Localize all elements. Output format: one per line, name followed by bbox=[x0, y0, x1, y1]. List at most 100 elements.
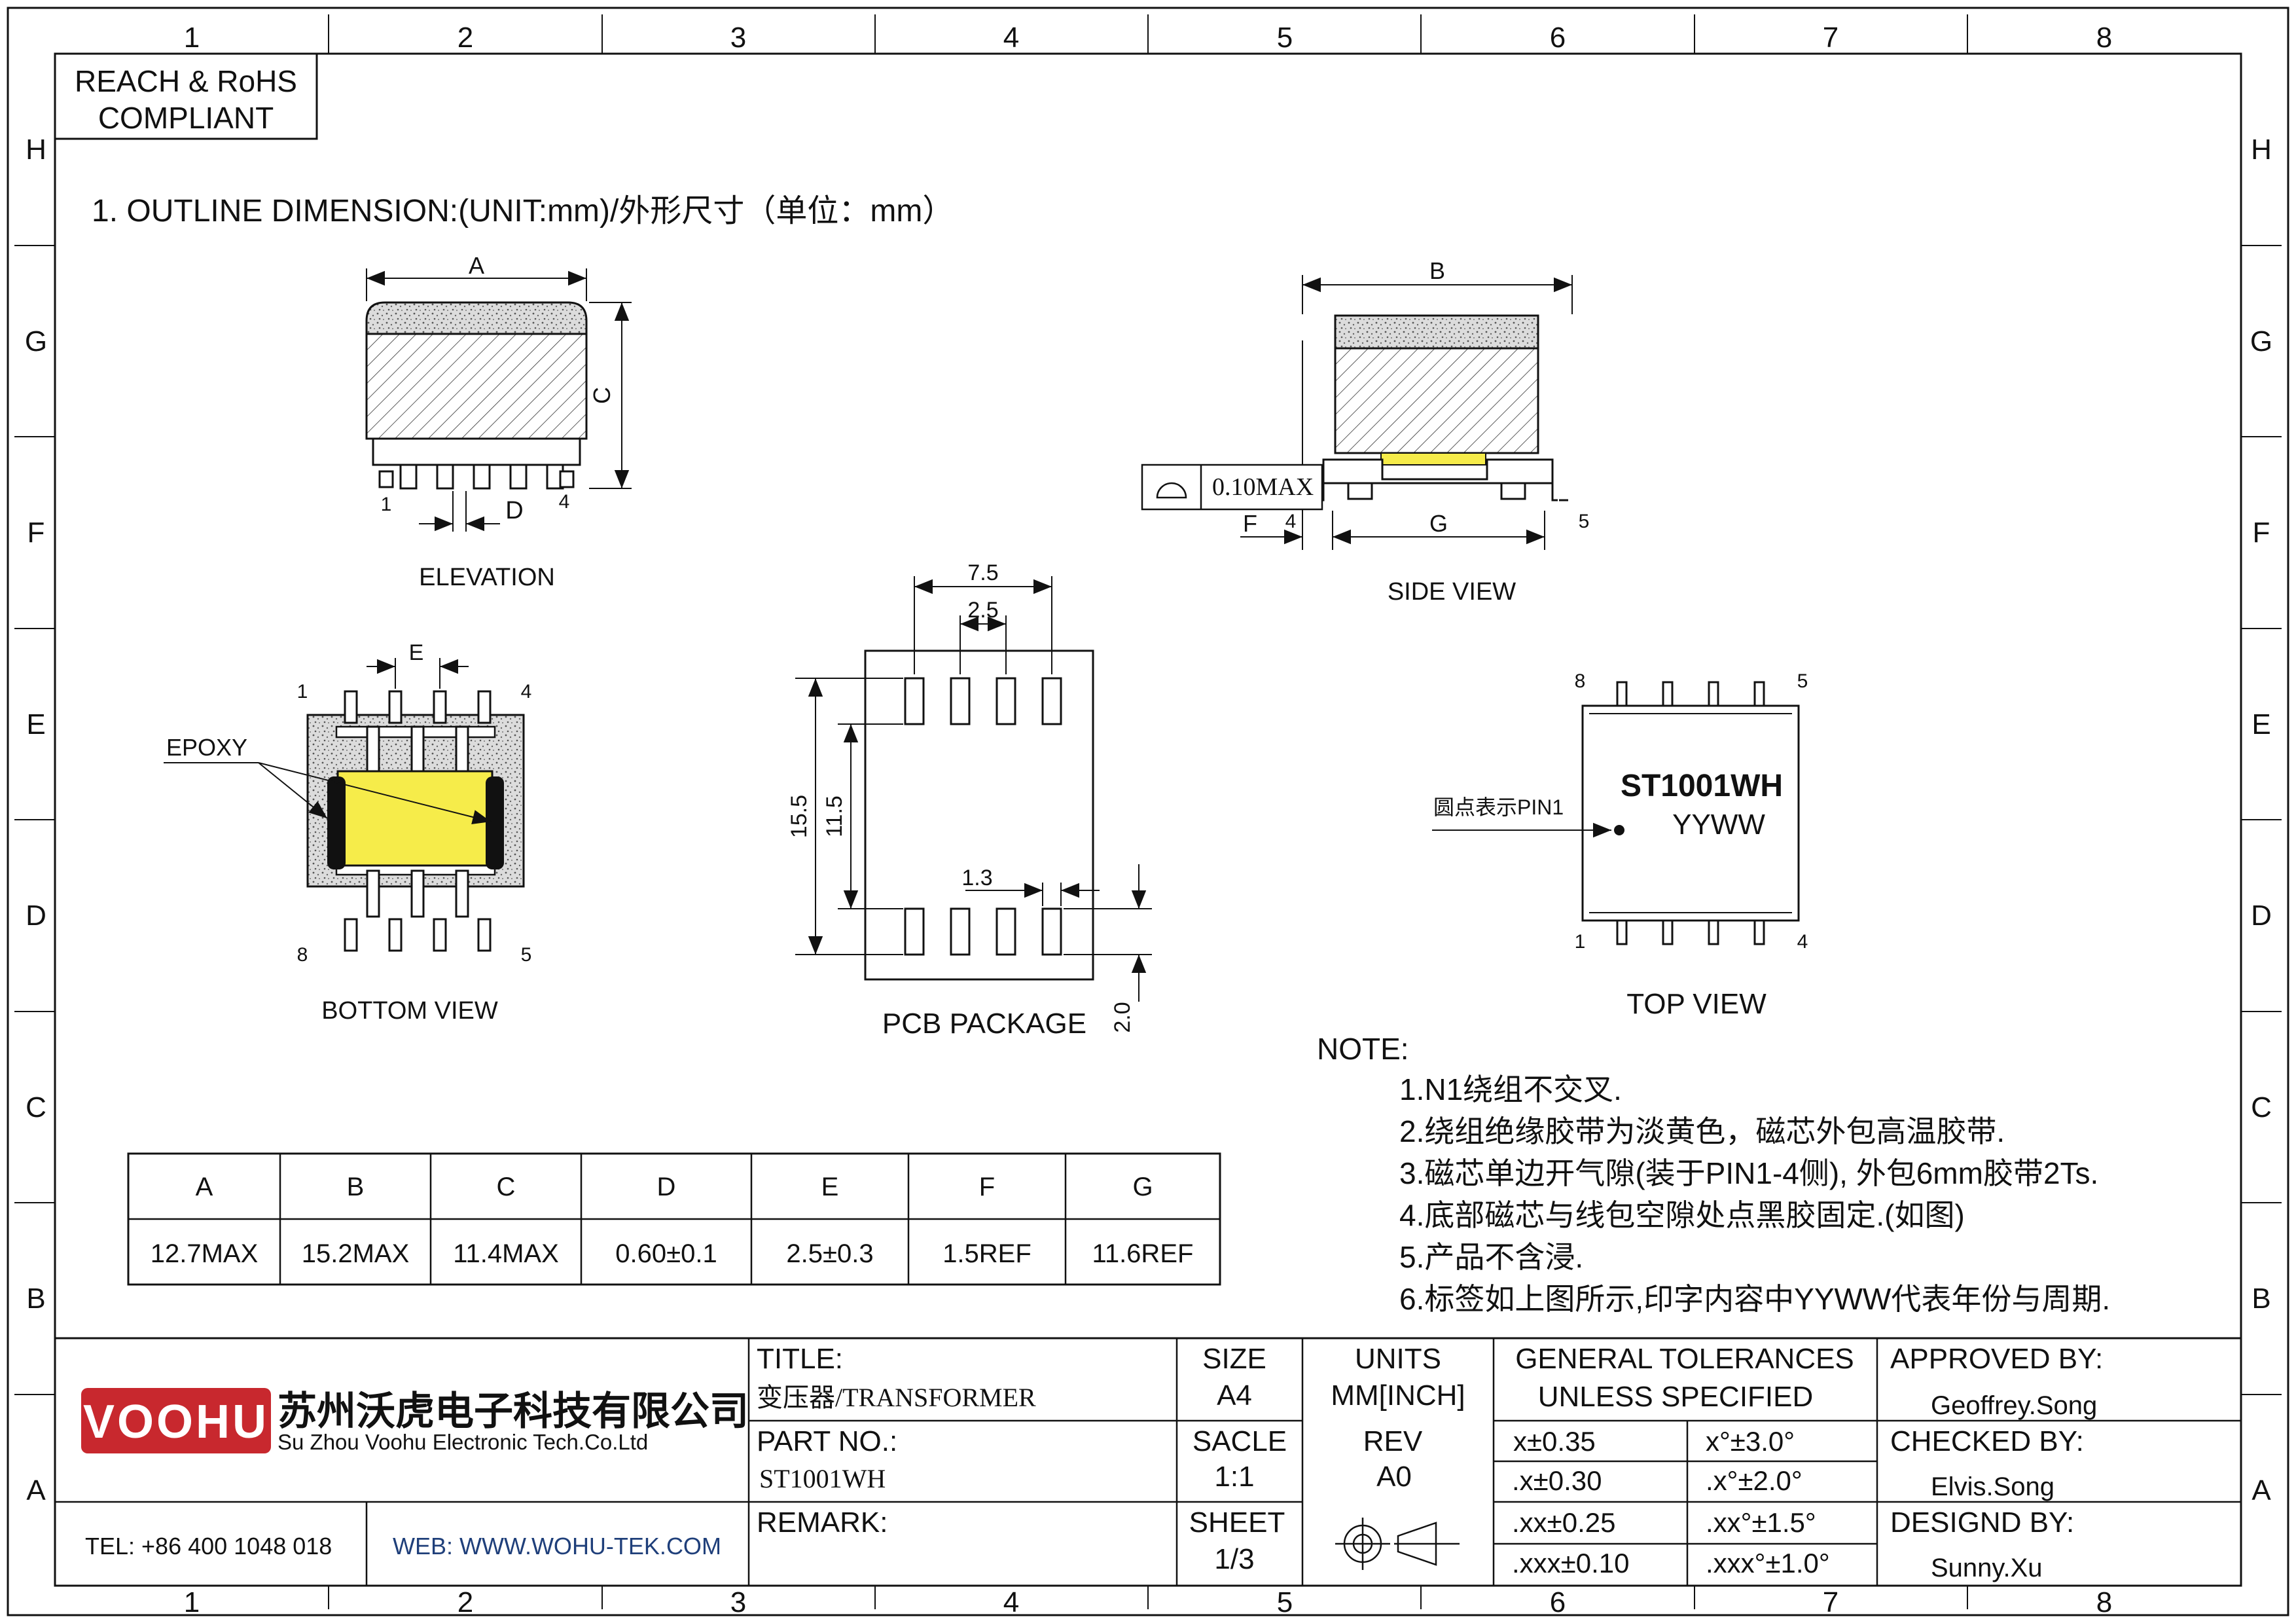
bottom-pin-4: 4 bbox=[521, 681, 532, 702]
grid-labels: 1 2 3 4 5 6 7 8 1 2 3 4 5 6 7 8 H G F E … bbox=[25, 22, 2272, 1618]
col-label-bottom: 3 bbox=[730, 1586, 746, 1618]
top-pin-4: 4 bbox=[1797, 931, 1808, 953]
dim-a-label: A bbox=[469, 252, 484, 279]
table-header: B bbox=[347, 1173, 365, 1201]
table-cell: 15.2MAX bbox=[302, 1239, 410, 1268]
designed-label: DESIGND BY: bbox=[1890, 1506, 2074, 1539]
tolerance-cell: x°±3.0° bbox=[1706, 1426, 1795, 1457]
col-label-bottom: 6 bbox=[1550, 1586, 1566, 1618]
row-label-right: D bbox=[2251, 900, 2272, 932]
notes: NOTE: 1.N1绕组不交叉. 2.绕组绝缘胶带为淡黄色，磁芯外包高温胶带. … bbox=[1317, 1032, 2110, 1316]
sheet-label: SHEET bbox=[1189, 1506, 1285, 1539]
dim-c-label: C bbox=[588, 387, 615, 404]
tolerance-cell: .x±0.30 bbox=[1512, 1465, 1602, 1496]
row-label-left: B bbox=[26, 1283, 45, 1315]
company-name-cn: 苏州沃虎电子科技有限公司 bbox=[278, 1389, 749, 1433]
top-pin-1: 1 bbox=[1575, 931, 1586, 953]
website: WEB: WWW.WOHU-TEK.COM bbox=[393, 1533, 721, 1559]
row-label-left: D bbox=[26, 900, 46, 932]
pcb-dim-2-0: 2.0 bbox=[1110, 1002, 1135, 1032]
elevation-pin-4: 4 bbox=[559, 491, 570, 513]
section-title: 1. OUTLINE DIMENSION:(UNIT:mm)/外形尺寸（单位：m… bbox=[92, 194, 954, 228]
tolerance-cell: .xxx°±1.0° bbox=[1706, 1548, 1830, 1578]
logo-text: VOOHU bbox=[83, 1396, 269, 1448]
title-label: TITLE: bbox=[757, 1343, 843, 1375]
table-header: A bbox=[196, 1173, 213, 1201]
row-label-left: G bbox=[25, 325, 47, 357]
pcb-dim-2-5: 2.5 bbox=[967, 598, 998, 623]
col-label-bottom: 2 bbox=[457, 1586, 473, 1618]
compliance-line1: REACH & RoHS bbox=[75, 64, 297, 98]
title-block: VOOHU 苏州沃虎电子科技有限公司 Su Zhou Voohu Electro… bbox=[54, 1337, 2242, 1587]
row-label-right: C bbox=[2251, 1091, 2272, 1123]
note-item: 4.底部磁芯与线包空隙处点黑胶固定.(如图) bbox=[1399, 1198, 1965, 1232]
grid-ticks bbox=[14, 14, 2282, 1609]
sacle-value: 1:1 bbox=[1214, 1461, 1254, 1493]
table-cell: 12.7MAX bbox=[151, 1239, 259, 1268]
flatness-value: 0.10MAX bbox=[1212, 473, 1314, 501]
sacle-label: SACLE bbox=[1193, 1425, 1287, 1457]
tolerance-cell: .xx°±1.5° bbox=[1706, 1507, 1816, 1538]
note-item: 5.产品不含浸. bbox=[1399, 1240, 1583, 1274]
dim-e-label: E bbox=[409, 640, 424, 665]
units-label: UNITS bbox=[1355, 1343, 1441, 1375]
designed-value: Sunny.Xu bbox=[1931, 1554, 2043, 1582]
tolerance-title-2: UNLESS SPECIFIED bbox=[1538, 1381, 1814, 1413]
col-label-top: 8 bbox=[2096, 22, 2112, 54]
row-label-right: F bbox=[2253, 517, 2270, 549]
row-label-right: G bbox=[2250, 325, 2272, 357]
sheet-value: 1/3 bbox=[1214, 1543, 1254, 1575]
company-name-en: Su Zhou Voohu Electronic Tech.Co.Ltd bbox=[278, 1430, 648, 1454]
approved-label: APPROVED BY: bbox=[1890, 1343, 2103, 1375]
top-pin-8: 8 bbox=[1575, 670, 1586, 692]
top-view: ST1001WH YYWW 圆点表示PIN1 8 5 1 4 TOP VIEW bbox=[1432, 670, 1808, 1020]
col-label-bottom: 5 bbox=[1277, 1586, 1293, 1618]
note-item: 2.绕组绝缘胶带为淡黄色，磁芯外包高温胶带. bbox=[1399, 1114, 2005, 1148]
row-label-left: E bbox=[26, 708, 45, 740]
notes-title: NOTE: bbox=[1317, 1032, 1409, 1066]
elevation-pin-1: 1 bbox=[381, 494, 392, 515]
bottom-view: E EPOXY 1 4 8 5 BOTTOM VIEW bbox=[164, 640, 531, 1025]
table-cell: 11.6REF bbox=[1092, 1239, 1194, 1268]
top-date-code: YYWW bbox=[1672, 809, 1765, 841]
row-label-left: F bbox=[27, 517, 45, 549]
col-label-bottom: 4 bbox=[1003, 1586, 1019, 1618]
bottom-pin-5: 5 bbox=[521, 944, 532, 966]
table-cell: 1.5REF bbox=[942, 1239, 1031, 1268]
part-no-label: PART NO.: bbox=[757, 1425, 897, 1457]
table-cell: 0.60±0.1 bbox=[615, 1239, 717, 1268]
table-header: F bbox=[979, 1173, 995, 1201]
compliance-line2: COMPLIANT bbox=[98, 101, 274, 135]
note-item: 1.N1绕组不交叉. bbox=[1399, 1072, 1622, 1106]
compliance-box: REACH & RoHS COMPLIANT bbox=[54, 52, 318, 140]
pcb-dim-11-5: 11.5 bbox=[822, 795, 847, 837]
tolerance-cell: .xxx±0.10 bbox=[1512, 1548, 1629, 1578]
size-value: A4 bbox=[1217, 1379, 1252, 1412]
approved-value: Geoffrey.Song bbox=[1931, 1391, 2097, 1420]
col-label-bottom: 7 bbox=[1823, 1586, 1839, 1618]
row-label-left: H bbox=[26, 134, 46, 166]
dim-f-label: F bbox=[1243, 510, 1257, 537]
title-value: 变压器/TRANSFORMER bbox=[757, 1383, 1036, 1412]
row-label-right: A bbox=[2251, 1474, 2271, 1506]
dim-g-label: G bbox=[1429, 510, 1448, 537]
tel: TEL: +86 400 1048 018 bbox=[85, 1533, 332, 1559]
epoxy-label: EPOXY bbox=[166, 734, 247, 761]
side-pin-4: 4 bbox=[1285, 511, 1297, 532]
table-header: D bbox=[657, 1173, 676, 1201]
table-cell: 11.4MAX bbox=[453, 1239, 559, 1268]
col-label-top: 1 bbox=[184, 22, 200, 54]
row-label-right: E bbox=[2251, 708, 2270, 740]
tolerance-cell: .x°±2.0° bbox=[1706, 1465, 1803, 1496]
tolerance-cell: .xx±0.25 bbox=[1512, 1507, 1615, 1538]
col-label-top: 4 bbox=[1003, 22, 1019, 54]
col-label-top: 5 bbox=[1277, 22, 1293, 54]
top-part-marking: ST1001WH bbox=[1621, 769, 1783, 803]
rev-label: REV bbox=[1363, 1425, 1423, 1457]
pcb-package-label: PCB PACKAGE bbox=[882, 1008, 1086, 1040]
rev-value: A0 bbox=[1376, 1461, 1412, 1493]
projection-symbol-icon bbox=[1335, 1518, 1460, 1570]
pin1-note: 圆点表示PIN1 bbox=[1433, 795, 1564, 819]
pcb-dim-15-5: 15.5 bbox=[787, 795, 812, 838]
tolerance-cell: x±0.35 bbox=[1513, 1426, 1596, 1457]
